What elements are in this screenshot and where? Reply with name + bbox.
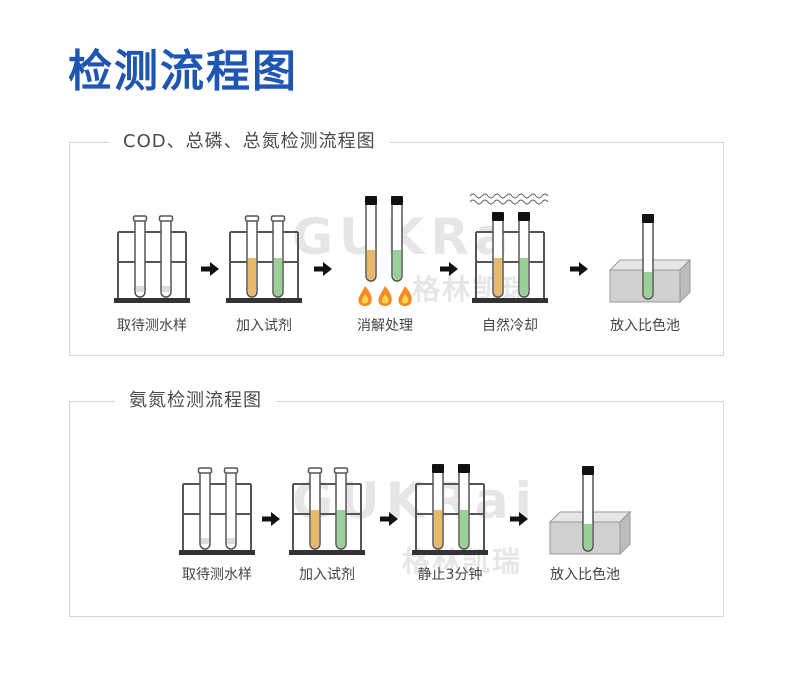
- step-label: 加入试剂: [236, 318, 292, 334]
- step-rack-empty-tubes: [178, 467, 256, 556]
- arrow-icon: [570, 262, 588, 276]
- page-title: 检测流程图: [68, 46, 298, 97]
- arrow-icon: [510, 512, 528, 526]
- arrow-icon: [440, 262, 458, 276]
- step-label: 加入试剂: [299, 567, 355, 583]
- step-rack-reagent: [288, 467, 366, 556]
- step-capped-rack: [411, 463, 489, 556]
- arrow-icon: [262, 512, 280, 526]
- arrow-icon: [314, 262, 332, 276]
- step-heating: [358, 195, 412, 306]
- step-label: 取待测水样: [182, 567, 252, 583]
- section-caption-cod: COD、总磷、总氮检测流程图: [109, 130, 390, 154]
- flame-icon: [378, 286, 392, 306]
- section-caption-ammonia: 氨氮检测流程图: [115, 389, 276, 413]
- ammonia-process-panel: 氨氮检测流程图: [69, 389, 724, 617]
- step-colorimeter: [609, 213, 691, 303]
- arrow-icon: [380, 512, 398, 526]
- arrow-icon: [201, 262, 219, 276]
- step-rack-reagent: [225, 215, 303, 304]
- step-cooling: [469, 193, 549, 304]
- step-label: 放入比色池: [610, 318, 680, 334]
- step-rack-empty-tubes: [113, 215, 191, 304]
- flame-icon: [358, 286, 372, 306]
- step-label: 自然冷却: [482, 318, 538, 334]
- step-label: 静止3分钟: [417, 567, 483, 583]
- step-label: 放入比色池: [550, 567, 620, 583]
- flame-icon: [398, 286, 412, 306]
- heat-waves-icon: [469, 193, 549, 205]
- step-label: 取待测水样: [117, 318, 187, 334]
- step-colorimeter: [549, 465, 631, 555]
- step-label: 消解处理: [357, 318, 413, 334]
